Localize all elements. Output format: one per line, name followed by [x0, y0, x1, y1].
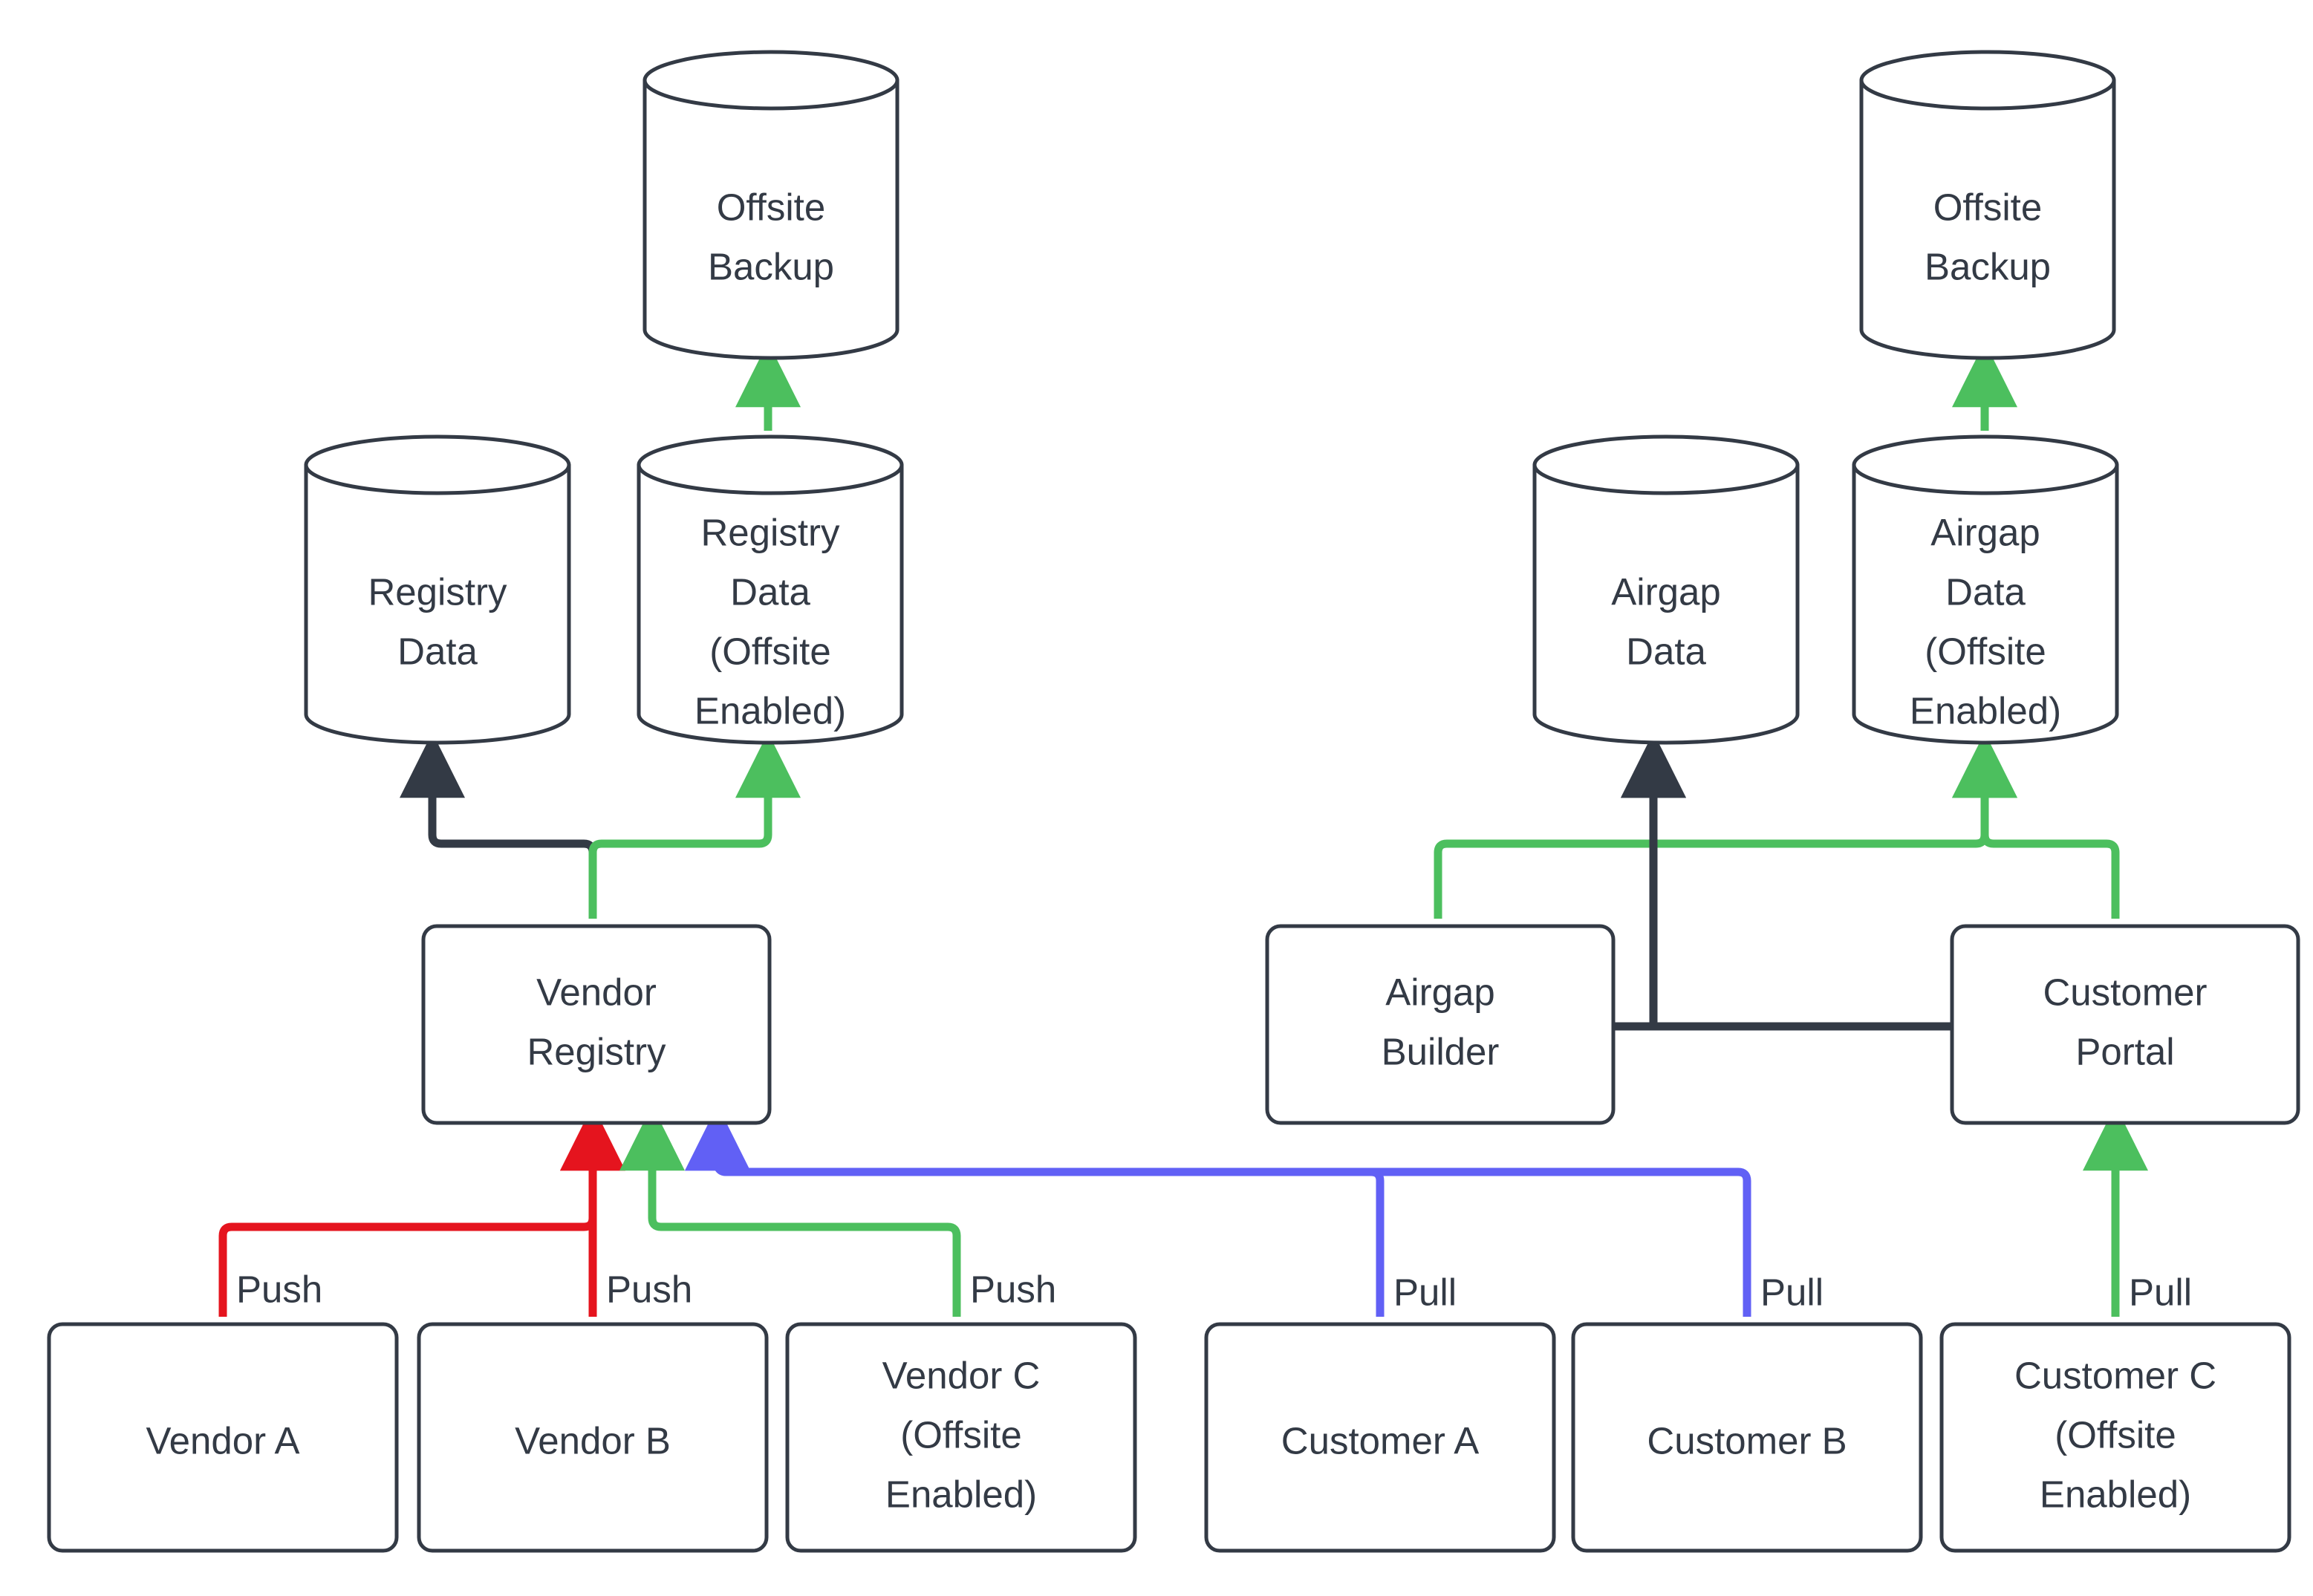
node-registry-data-offsite[interactable]: Registry Data (Offsite Enabled) — [637, 434, 904, 745]
node-label-line: Vendor C — [882, 1354, 1041, 1396]
edge-airgap-builder-to-airgap-data-offsite — [1434, 732, 2017, 919]
node-label-line: Registry — [700, 511, 840, 553]
edge-customer-b-pull — [685, 1105, 1751, 1317]
node-label-line: (Offsite — [1925, 630, 2046, 672]
node-vendor-registry[interactable]: Vendor Registry — [421, 924, 772, 1125]
node-label-line: Backup — [708, 245, 834, 287]
node-label-line: Registry — [368, 570, 507, 613]
node-label-line: Enabled) — [1910, 689, 2061, 732]
node-airgap-data[interactable]: Airgap Data — [1532, 434, 1800, 745]
node-label-line: (Offsite — [2055, 1413, 2176, 1456]
node-label-line: Data — [1626, 630, 1706, 672]
edge-label-pull-customer-c: Pull — [2129, 1271, 2192, 1313]
edge-label-push-vendor-b: Push — [606, 1268, 692, 1310]
node-label-line: Customer B — [1647, 1419, 1847, 1462]
edge-customer-portal-to-airgap-data-offsite — [1952, 732, 2120, 919]
edge-label-push-vendor-c: Push — [970, 1268, 1056, 1310]
node-label-line: Customer A — [1281, 1419, 1479, 1462]
edge-label-pull-customer-b: Pull — [1760, 1271, 1824, 1313]
node-customer-c[interactable]: Customer C (Offsite Enabled) — [1939, 1322, 2291, 1553]
edge-vendor-c-push — [619, 1105, 961, 1317]
node-label-line: (Offsite — [900, 1413, 1021, 1456]
node-label-line: Customer C — [2014, 1354, 2216, 1396]
edge-customer-portal-to-airgap-data — [1621, 732, 1952, 1031]
node-airgap-builder[interactable]: Airgap Builder — [1265, 924, 1616, 1125]
node-label-line: Enabled) — [885, 1473, 1037, 1515]
edge-vendor-registry-to-registry-data — [400, 732, 597, 919]
node-label-line: Registry — [527, 1030, 666, 1072]
node-registry-data[interactable]: Registry Data — [304, 434, 571, 745]
node-label-line: Enabled) — [2040, 1473, 2191, 1515]
node-label-line: Airgap — [1611, 570, 1720, 613]
node-customer-a[interactable]: Customer A — [1204, 1322, 1556, 1553]
edge-label-pull-customer-a: Pull — [1393, 1271, 1457, 1313]
node-label-line: (Offsite — [709, 630, 830, 672]
node-offsite-backup-right[interactable]: Offsite Backup — [1859, 50, 2116, 360]
node-label-line: Data — [397, 630, 478, 672]
node-label-line: Builder — [1382, 1030, 1500, 1072]
node-label-line: Airgap — [1930, 511, 2040, 553]
node-label-line: Data — [730, 570, 810, 613]
node-offsite-backup-left[interactable]: Offsite Backup — [642, 50, 900, 360]
node-label-line: Portal — [2075, 1030, 2174, 1072]
node-vendor-a[interactable]: Vendor A — [47, 1322, 399, 1553]
edge-label-push-vendor-a: Push — [236, 1268, 322, 1310]
node-label-line: Backup — [1925, 245, 2051, 287]
edge-vendor-registry-to-registry-data-offsite — [588, 732, 801, 919]
node-vendor-b[interactable]: Vendor B — [417, 1322, 769, 1553]
node-label-line: Offsite — [1933, 186, 2042, 228]
node-label-line: Airgap — [1385, 971, 1494, 1013]
node-label-line: Vendor — [536, 971, 657, 1013]
node-vendor-c[interactable]: Vendor C (Offsite Enabled) — [785, 1322, 1137, 1553]
node-label-line: Data — [1945, 570, 2026, 613]
node-label-line: Customer — [2043, 971, 2207, 1013]
node-label-line: Vendor B — [515, 1419, 671, 1462]
node-customer-b[interactable]: Customer B — [1571, 1322, 1923, 1553]
node-label-line: Vendor A — [146, 1419, 299, 1462]
edge-airgap-builder-to-airgap-data — [1613, 732, 1686, 1031]
node-airgap-data-offsite[interactable]: Airgap Data (Offsite Enabled) — [1852, 434, 2119, 745]
node-label-line: Enabled) — [694, 689, 846, 732]
node-label-line: Offsite — [717, 186, 825, 228]
node-customer-portal[interactable]: Customer Portal — [1950, 924, 2300, 1125]
